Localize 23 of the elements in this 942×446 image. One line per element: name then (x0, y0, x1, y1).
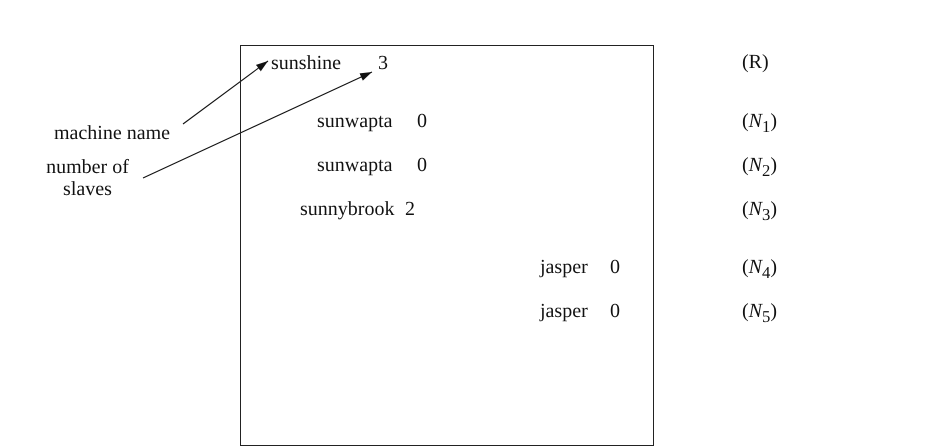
node-label: 2 (405, 198, 415, 220)
node-label: (N$_{3}$) (742, 198, 778, 226)
node-label: 0 (610, 256, 620, 278)
node-label: jasper (540, 256, 588, 278)
machine-panel (240, 45, 654, 446)
machine-name-text: sunshine (271, 52, 341, 74)
node-label: (N$_{5}$) (742, 300, 778, 328)
node-label: sunwapta (317, 110, 393, 132)
node-label: 0 (417, 154, 427, 176)
node-label: 0 (417, 110, 427, 132)
node-label: sunnybrook (300, 198, 394, 220)
node-label: (N$_{1}$) (742, 110, 778, 138)
node-label: (R) (742, 51, 769, 73)
leader-line (142, 72, 372, 178)
node-label: (N$_{4}$) (742, 256, 778, 284)
node-label: (N$_{2}$) (742, 154, 778, 182)
node-label: sunwapta (317, 154, 393, 176)
leader-line (182, 60, 268, 124)
slave-count-text: 3 (378, 52, 388, 74)
callout-label: number of slaves (30, 156, 145, 200)
node-label: 0 (610, 300, 620, 322)
callout-label: machine name (37, 122, 187, 144)
node-label: jasper (540, 300, 588, 322)
